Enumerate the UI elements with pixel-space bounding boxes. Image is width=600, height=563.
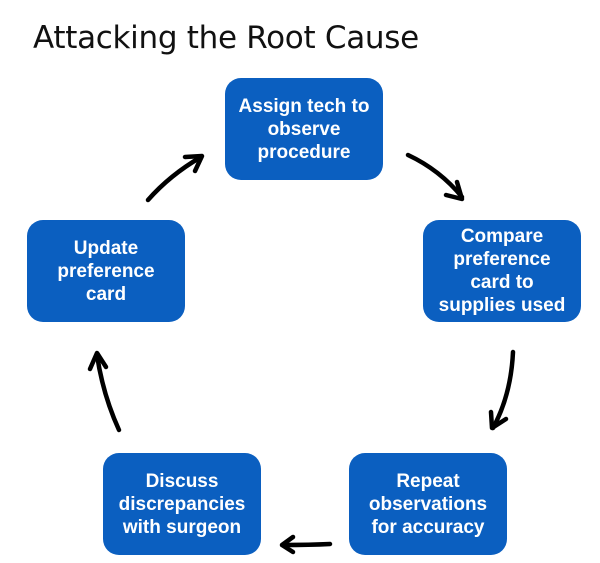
page-title: Attacking the Root Cause — [33, 20, 419, 56]
step-label: Repeat observations for accuracy — [368, 470, 488, 538]
step-compare-card-box: Compare preference card to supplies used — [423, 220, 581, 322]
step-label: Update preference card — [57, 237, 155, 305]
curved-arrow-down-icon — [488, 349, 516, 431]
arrow-left-icon — [279, 534, 333, 555]
curved-arrow-up-right-icon — [145, 153, 205, 203]
step-label: Compare preference card to supplies used — [438, 226, 566, 316]
curved-arrow-down-right-icon — [405, 152, 465, 202]
step-repeat-observations-box: Repeat observations for accuracy — [349, 453, 507, 555]
step-assign-tech-box: Assign tech to observe procedure — [225, 78, 383, 180]
step-label: Discuss discrepancies with surgeon — [118, 470, 246, 538]
step-label: Assign tech to observe procedure — [238, 95, 370, 163]
curved-arrow-up-icon — [87, 350, 122, 433]
step-discuss-discrepancies-box: Discuss discrepancies with surgeon — [103, 453, 261, 555]
step-update-card-box: Update preference card — [27, 220, 185, 322]
